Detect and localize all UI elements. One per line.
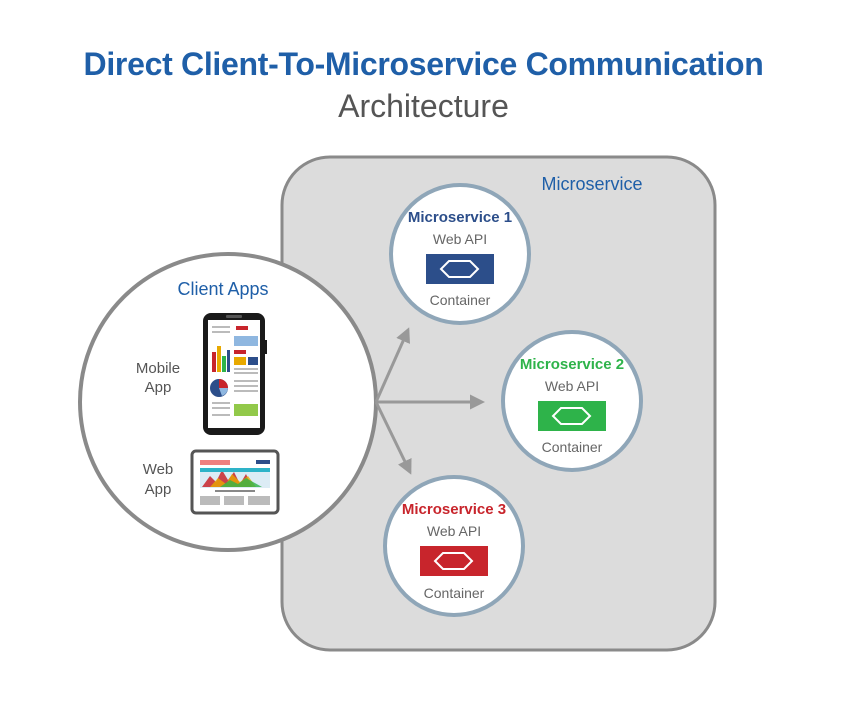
microservice-1-container: Container: [430, 292, 491, 308]
microservice-1-node: Microservice 1 Web API Container: [389, 183, 531, 325]
microservice-3-title: Microservice 3: [402, 501, 506, 518]
microservice-3-container: Container: [424, 585, 485, 601]
microservice-2-container: Container: [542, 439, 603, 455]
container-1-icon: [426, 254, 494, 284]
arrow-to-microservice-1: [374, 327, 410, 403]
microservice-panel-label: Microservice: [541, 174, 642, 194]
mobile-app-label-line1: Mobile: [136, 360, 180, 377]
arrow-to-microservice-3: [374, 401, 412, 475]
mobile-app-label-line2: App: [145, 379, 172, 396]
microservice-1-title: Microservice 1: [408, 209, 512, 226]
mobile-phone-icon: [203, 313, 267, 435]
connection-arrows: [374, 327, 485, 475]
client-apps-label: Client Apps: [177, 279, 268, 299]
web-app-label-line2: App: [145, 481, 172, 498]
microservice-2-title: Microservice 2: [520, 356, 624, 373]
container-2-icon: [538, 401, 606, 431]
diagram-title: Direct Client-To-Microservice Communicat…: [83, 46, 764, 82]
diagram-subtitle: Architecture: [338, 88, 509, 124]
microservice-1-api: Web API: [433, 231, 487, 247]
client-apps-node: Client Apps: [78, 252, 378, 552]
microservice-2-api: Web API: [545, 378, 599, 394]
microservice-3-api: Web API: [427, 523, 481, 539]
microservice-3-node: Microservice 3 Web API Container: [383, 475, 525, 617]
microservice-2-node: Microservice 2 Web API Container: [501, 330, 643, 472]
container-3-icon: [420, 546, 488, 576]
web-app-label-line1: Web: [143, 461, 174, 478]
web-browser-icon: [190, 449, 280, 515]
